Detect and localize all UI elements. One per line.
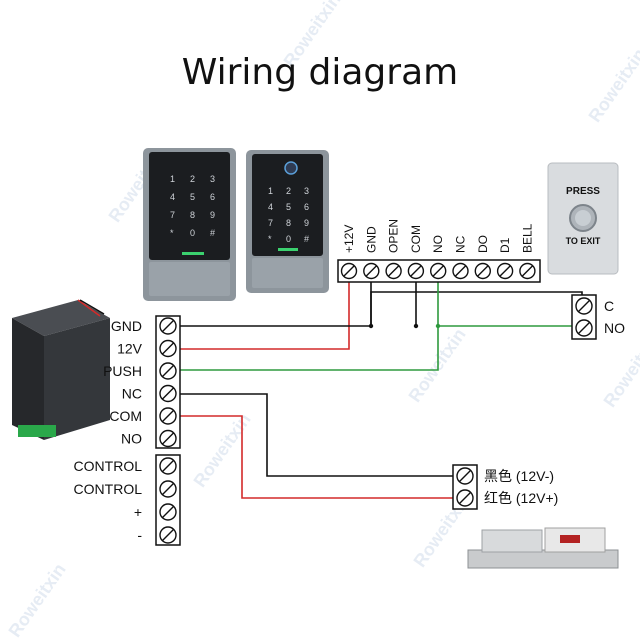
terminal-label: OPEN [387, 219, 401, 253]
svg-text:4: 4 [268, 202, 273, 212]
terminal-label: C [604, 298, 614, 314]
wire-nc-black [171, 393, 462, 477]
terminal-label: 红色 (12V+) [484, 490, 558, 506]
terminal-label: NC [122, 386, 142, 402]
svg-text:5: 5 [286, 202, 291, 212]
wire-push-green [171, 271, 439, 371]
lock-terminal-block: 黑色 (12V-) 红色 (12V+) [452, 464, 558, 510]
svg-text:8: 8 [286, 218, 291, 228]
svg-text:5: 5 [190, 192, 195, 202]
svg-text:0: 0 [286, 234, 291, 244]
terminal-label: GND [111, 318, 142, 334]
svg-text:6: 6 [304, 202, 309, 212]
svg-text:9: 9 [304, 218, 309, 228]
electric-bolt-lock [467, 527, 619, 569]
svg-text:7: 7 [170, 210, 175, 220]
diagram-title: Wiring diagram [181, 52, 459, 93]
svg-text:2: 2 [190, 174, 195, 184]
exit-terminal-block: C NO [571, 294, 625, 340]
terminal-label: BELL [520, 223, 534, 253]
keypad-reader-1: 1 2 3 4 5 6 7 8 9 * 0 # [143, 148, 236, 301]
terminal-label: CONTROL [74, 458, 143, 474]
svg-text:9: 9 [210, 210, 215, 220]
wire-gnd-to-c [370, 291, 583, 326]
exit-text-bottom: TO EXIT [566, 236, 601, 246]
svg-text:0: 0 [190, 228, 195, 238]
terminal-label: NO [121, 431, 142, 447]
terminal-label: NC [454, 235, 468, 253]
svg-text:8: 8 [190, 210, 195, 220]
svg-text:2: 2 [286, 186, 291, 196]
svg-text:1: 1 [268, 186, 273, 196]
control-terminal-block: CONTROL CONTROL + - [74, 454, 181, 546]
terminal-label: NO [431, 235, 445, 253]
exit-text-top: PRESS [566, 186, 600, 197]
svg-text:3: 3 [304, 186, 309, 196]
svg-text:#: # [304, 234, 309, 244]
terminal-label: 黑色 (12V-) [484, 468, 554, 484]
svg-text:1: 1 [170, 174, 175, 184]
top-terminal-strip: +12V GND OPEN COM NO NC DO D1 BELL [337, 219, 541, 283]
wire-12v-red [171, 271, 350, 350]
terminal-label: - [137, 527, 142, 543]
terminal-label: DO [476, 235, 490, 253]
terminal-label: NO [604, 320, 625, 336]
terminal-label: 12V [117, 341, 143, 357]
keypad-reader-2: 1 2 3 4 5 6 7 8 9 * 0 # [246, 150, 329, 293]
exit-button: PRESS TO EXIT [547, 162, 619, 275]
wires [171, 271, 583, 499]
svg-text:3: 3 [210, 174, 215, 184]
terminal-label: PUSH [103, 363, 142, 379]
power-supply-unit [12, 299, 110, 440]
terminal-label: D1 [498, 237, 512, 253]
svg-text:7: 7 [268, 218, 273, 228]
svg-text:4: 4 [170, 192, 175, 202]
power-terminal-block: GND 12V PUSH NC COM NO [103, 315, 181, 449]
terminal-label: CONTROL [74, 481, 143, 497]
terminal-label: +12V [342, 225, 356, 253]
wire-com-red [171, 415, 462, 499]
svg-text:*: * [268, 234, 272, 244]
svg-text:*: * [170, 228, 174, 238]
terminal-label: COM [109, 408, 142, 424]
terminal-label: + [134, 504, 142, 520]
svg-text:6: 6 [210, 192, 215, 202]
terminal-label: GND [364, 226, 378, 253]
svg-text:#: # [210, 228, 215, 238]
terminal-label: COM [409, 225, 423, 253]
